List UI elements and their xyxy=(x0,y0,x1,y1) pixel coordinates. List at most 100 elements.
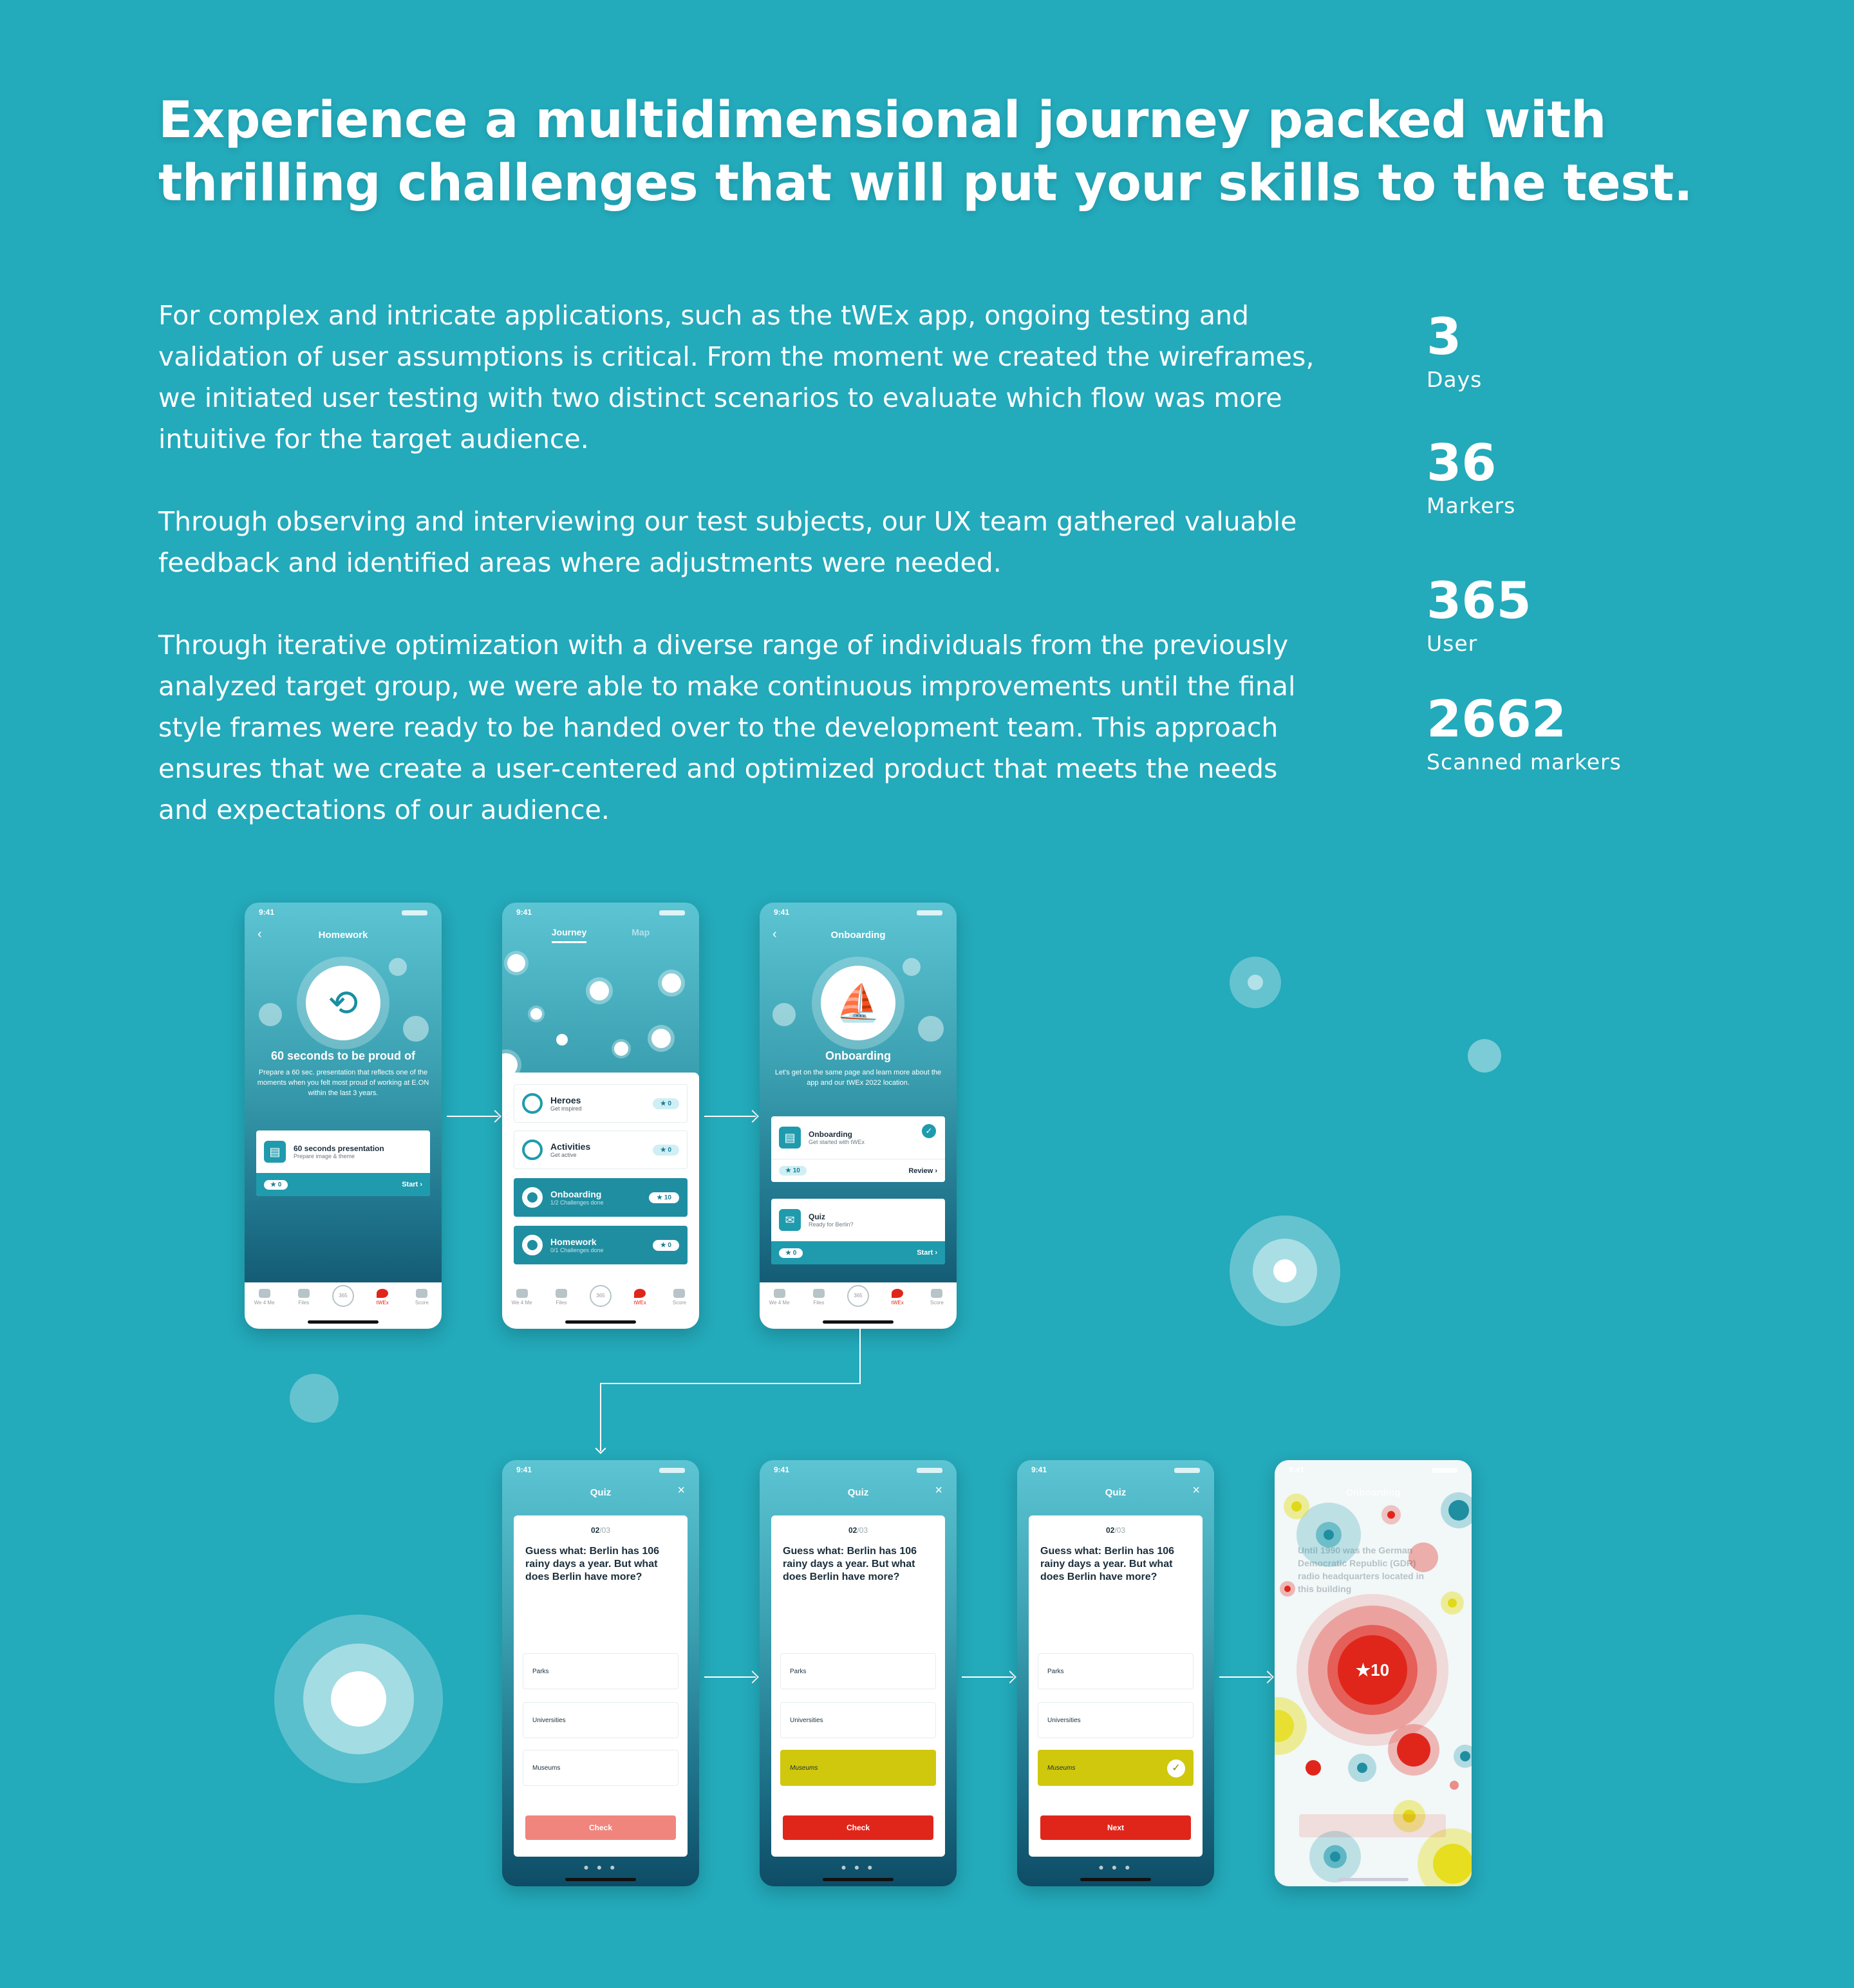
status-bar: 9:41 xyxy=(760,908,957,921)
marker-dot xyxy=(507,954,525,972)
pager-dots: ● ● ● xyxy=(1098,1862,1133,1872)
status-indicators xyxy=(1174,1468,1200,1473)
continue-button-faded[interactable] xyxy=(1299,1814,1446,1837)
tab-label: Files xyxy=(298,1300,310,1306)
option-museums[interactable]: Museums xyxy=(523,1750,679,1786)
phone-quiz-3: 9:41 Quiz × 02/03 Guess what: Berlin has… xyxy=(1017,1460,1214,1886)
screen-title: Quiz xyxy=(847,1487,869,1498)
tab-score[interactable]: Score xyxy=(921,1289,953,1306)
tab-we4me[interactable]: We 4 Me xyxy=(248,1289,281,1306)
question-text: Guess what: Berlin has 106 rainy days a … xyxy=(783,1546,917,1582)
paragraph: Through iterative optimization with a di… xyxy=(158,630,1296,825)
stat-label: Markers xyxy=(1427,493,1516,518)
flow-arrow xyxy=(962,1676,1013,1678)
option-museums[interactable]: Museums xyxy=(780,1750,936,1786)
home-indicator xyxy=(1338,1878,1409,1881)
back-icon[interactable]: ‹ xyxy=(258,927,262,941)
points-badge: ★ 0 xyxy=(652,1239,679,1251)
tab-label: Score xyxy=(415,1300,429,1306)
tab-365[interactable]: 365 xyxy=(585,1285,617,1307)
check-button[interactable]: Check xyxy=(525,1815,676,1840)
pin-icon xyxy=(634,1289,646,1298)
status-bar: 9:41 xyxy=(1275,1465,1472,1478)
trophy-icon xyxy=(416,1289,428,1298)
review-button[interactable]: Review › xyxy=(908,1167,937,1175)
option-universities[interactable]: Universities xyxy=(780,1702,936,1738)
screen-title: Onboarding xyxy=(830,930,886,941)
option-parks[interactable]: Parks xyxy=(523,1653,679,1689)
option-universities[interactable]: Universities xyxy=(523,1702,679,1738)
progress-ring-icon xyxy=(522,1235,543,1255)
progress-ring-icon xyxy=(522,1093,543,1114)
tab-files[interactable]: Files xyxy=(288,1289,320,1306)
status-indicators xyxy=(659,1468,685,1473)
pager-dots: ● ● ● xyxy=(583,1862,618,1872)
status-indicators xyxy=(1432,1468,1457,1473)
question-counter: 02/03 xyxy=(514,1526,688,1535)
next-button[interactable]: Next xyxy=(1040,1815,1191,1840)
confetti-dot xyxy=(1280,1581,1295,1597)
review-label: Review xyxy=(908,1167,933,1175)
tab-365[interactable]: 365 xyxy=(327,1285,359,1307)
task-subtitle: Ready for Berlin? xyxy=(809,1221,854,1228)
tab-we4me[interactable]: We 4 Me xyxy=(763,1289,796,1306)
quiz-card: 02/03 Guess what: Berlin has 106 rainy d… xyxy=(1029,1515,1203,1857)
tab-label: Files xyxy=(556,1300,567,1306)
task-card-quiz[interactable]: ✉ Quiz Ready for Berlin? ★ 0 Start › xyxy=(771,1199,945,1264)
tab-twex[interactable]: tWEx xyxy=(624,1289,656,1306)
option-museums[interactable]: Museums ✓ xyxy=(1038,1750,1194,1786)
marker-dot xyxy=(614,1042,628,1056)
screen-title: Quiz xyxy=(590,1487,612,1498)
marker-dot xyxy=(651,1029,671,1048)
item-title: Onboarding xyxy=(550,1189,602,1199)
option-parks[interactable]: Parks xyxy=(780,1653,936,1689)
check-button[interactable]: Check xyxy=(783,1815,933,1840)
status-time: 9:41 xyxy=(516,1465,532,1474)
tab-twex[interactable]: tWEx xyxy=(881,1289,913,1306)
tab-files[interactable]: Files xyxy=(803,1289,835,1306)
tab-score[interactable]: Score xyxy=(663,1289,695,1306)
option-parks[interactable]: Parks xyxy=(1038,1653,1194,1689)
phone-reward: 9:41 Onboarding Until 1990 was the Germa… xyxy=(1275,1460,1472,1886)
close-icon[interactable]: × xyxy=(935,1483,942,1497)
home-indicator xyxy=(823,1878,894,1881)
question-text: Guess what: Berlin has 106 rainy days a … xyxy=(1040,1546,1175,1582)
flow-connector xyxy=(600,1383,601,1451)
start-button[interactable]: Start › xyxy=(402,1181,422,1188)
tab-365[interactable]: 365 xyxy=(842,1285,874,1307)
tab-label: We 4 Me xyxy=(511,1300,532,1306)
challenge-description: Let's get on the same page and learn mor… xyxy=(774,1069,942,1087)
status-time: 9:41 xyxy=(516,908,532,917)
checkmark-icon: ✓ xyxy=(1167,1759,1185,1777)
tab-score[interactable]: Score xyxy=(406,1289,438,1306)
stat-value: 36 xyxy=(1427,435,1497,492)
status-bar: 9:41 xyxy=(502,908,699,921)
task-card[interactable]: ▤ 60 seconds presentation Prepare image … xyxy=(256,1130,430,1196)
back-icon[interactable]: ‹ xyxy=(772,927,777,941)
close-icon[interactable]: × xyxy=(677,1483,685,1497)
tab-map[interactable]: Map xyxy=(632,927,650,937)
tab-twex[interactable]: tWEx xyxy=(366,1289,398,1306)
option-universities[interactable]: Universities xyxy=(1038,1702,1194,1738)
tab-label: We 4 Me xyxy=(254,1300,275,1306)
close-icon[interactable]: × xyxy=(1192,1483,1200,1497)
tab-journey[interactable]: Journey xyxy=(551,927,587,943)
confetti-ring xyxy=(1454,1745,1472,1768)
task-card-onboarding[interactable]: ▤ Onboarding Get started with tWEx ✓ ★ 1… xyxy=(771,1116,945,1182)
phone-homework: 9:41 ‹ Homework ⟲ 60 seconds to be proud… xyxy=(245,903,442,1329)
decor-bubble xyxy=(1230,957,1281,1008)
start-button[interactable]: Start › xyxy=(917,1249,937,1257)
points-badge: ★ 10 xyxy=(779,1166,807,1176)
item-subtitle: Get inspired xyxy=(550,1105,582,1112)
task-title: Quiz xyxy=(809,1212,825,1221)
tab-files[interactable]: Files xyxy=(545,1289,577,1306)
document-icon: ▤ xyxy=(264,1141,286,1163)
status-indicators xyxy=(917,1468,942,1473)
tab-we4me[interactable]: We 4 Me xyxy=(506,1289,538,1306)
option-label: Museums xyxy=(1047,1765,1076,1772)
